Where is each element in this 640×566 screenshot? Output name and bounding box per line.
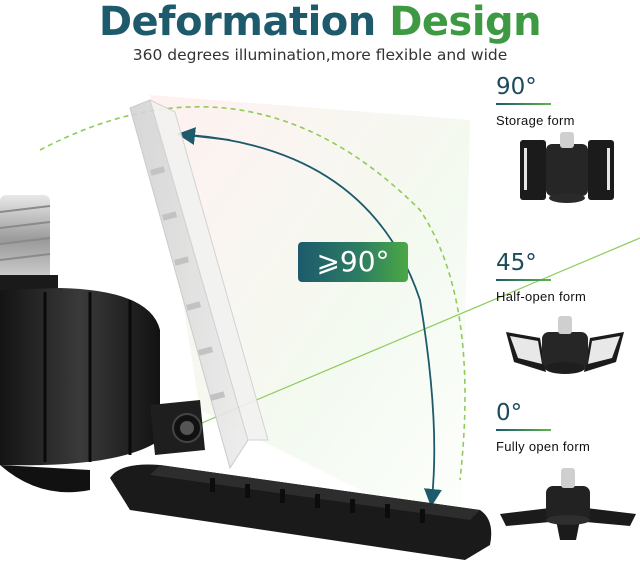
lamp-fully-open-icon bbox=[500, 468, 636, 540]
form-degree: 0° bbox=[496, 400, 523, 426]
form-half-open: 45° Half-open form bbox=[496, 250, 636, 304]
form-degree: 90° bbox=[496, 74, 537, 100]
divider bbox=[496, 429, 551, 431]
guide-line bbox=[189, 237, 640, 429]
lamp-folded-icon bbox=[520, 132, 614, 203]
rotation-arc bbox=[189, 134, 442, 507]
lamp-half-open-icon bbox=[506, 316, 624, 374]
lamp-body bbox=[0, 288, 205, 493]
form-storage: 90° Storage form bbox=[496, 74, 636, 128]
ghost-panel bbox=[129, 99, 269, 470]
divider bbox=[496, 103, 551, 105]
title-word-design: Design bbox=[389, 0, 542, 45]
form-fully-open: 0° Fully open form bbox=[496, 400, 636, 454]
screw-base bbox=[0, 195, 58, 295]
angle-badge: ⩾90° bbox=[298, 242, 408, 282]
divider bbox=[496, 279, 551, 281]
title-word-deformation: Deformation bbox=[98, 0, 376, 45]
form-label: Half-open form bbox=[496, 288, 587, 304]
light-beam bbox=[150, 95, 470, 540]
page-title: Deformation Design bbox=[0, 0, 640, 44]
form-label: Fully open form bbox=[496, 438, 591, 454]
lamp-wing bbox=[110, 464, 492, 560]
page-subtitle: 360 degrees illumination,more flexible a… bbox=[132, 46, 508, 64]
form-label: Storage form bbox=[496, 112, 575, 128]
form-degree: 45° bbox=[496, 250, 537, 276]
